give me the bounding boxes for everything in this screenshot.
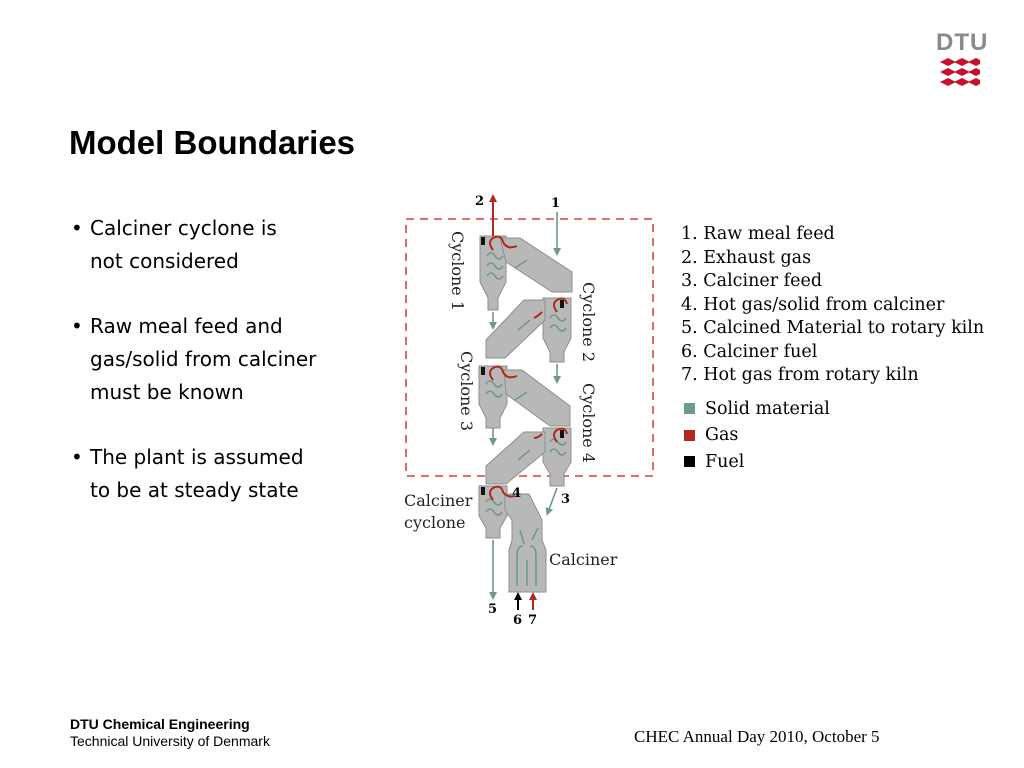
stream-number-2: 2 [475,194,484,209]
key-item-fuel: Fuel [681,449,984,476]
legend-item: 5. Calcined Material to rotary kiln [681,318,985,338]
label-cyclone-4: Cyclone 4 [579,383,598,463]
dtu-logo-text: DTU [936,29,989,56]
bullet-line: must be known [90,380,244,404]
bullet-line: Calciner cyclone is [90,216,277,240]
calciner-body [504,493,547,593]
stream-number-1: 1 [551,196,560,211]
key-label: Solid material [705,398,830,419]
key-label: Gas [705,425,739,445]
cyclone-2-body [542,297,572,363]
legend-item: 7. Hot gas from rotary kiln [681,365,919,385]
footer-organization: DTU Chemical Engineering Technical Unive… [70,716,270,750]
legend-item: 2. Exhaust gas [681,247,812,268]
solid-swatch [684,403,695,415]
key-item-solid: Solid material [681,396,984,423]
cyclone-4-body [542,427,572,487]
duct-3 [503,369,571,427]
legend-item: 6. Calciner fuel [681,341,818,362]
label-cyclone-3: Cyclone 3 [457,351,476,431]
stream-number-6: 6 [513,613,522,628]
duct-4 [485,431,546,485]
color-key: Solid material Gas Fuel [681,396,984,476]
bullet-line: gas/solid from calciner [90,347,317,371]
stream-number-4: 4 [512,486,521,501]
stream-number-5: 5 [488,602,497,617]
legend-item: 1. Raw meal feed [681,224,835,244]
gas-swatch [684,429,695,441]
bullet-line: to be at steady state [90,478,299,502]
cyclone-3-body [478,365,508,429]
footer-department: DTU Chemical Engineering [70,716,250,732]
label-cyclone-2: Cyclone 2 [579,282,598,362]
label-calciner: Calciner [549,550,618,569]
diagram-legend: 1. Raw meal feed 2. Exhaust gas 3. Calci… [681,223,984,475]
duct-1 [499,237,573,293]
fuel-swatch [684,456,695,468]
legend-item: 4. Hot gas/solid from calciner [681,294,945,315]
key-item-gas: Gas [681,422,984,449]
label-calciner-cyclone-line2: cyclone [404,513,465,532]
bullet-line: not considered [90,249,239,273]
bullet-item: Calciner cyclone is not considered [70,212,390,278]
dtu-logo-emblem [940,58,980,86]
key-label: Fuel [705,451,745,472]
label-calciner-cyclone-line1: Calciner [404,491,473,510]
bullet-item: The plant is assumed to be at steady sta… [70,441,390,507]
footer-event: CHEC Annual Day 2010, October 5 [634,727,880,746]
dtu-logo: DTU [936,29,989,94]
legend-item: 3. Calciner feed [681,271,823,291]
footer-university: Technical University of Denmark [70,733,270,749]
stream-number-3: 3 [561,492,570,507]
bullet-list: Calciner cyclone is not considered Raw m… [70,212,390,539]
duct-2 [485,299,546,359]
bullet-line: The plant is assumed [90,445,304,469]
bullet-item: Raw meal feed and gas/solid from calcine… [70,310,390,409]
bullet-line: Raw meal feed and [90,314,283,338]
slide-title: Model Boundaries [69,124,356,161]
stream-number-7: 7 [528,613,537,628]
label-cyclone-1: Cyclone 1 [448,231,467,311]
